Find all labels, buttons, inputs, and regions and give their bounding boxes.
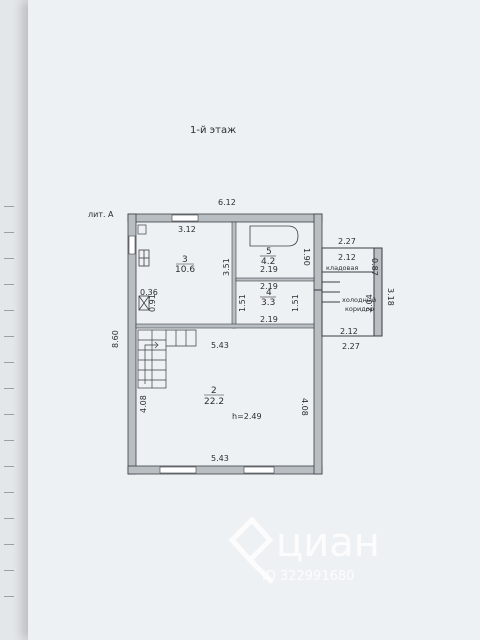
margin-tick	[4, 336, 14, 337]
svg-text:3.3: 3.3	[261, 298, 275, 308]
dim-wc-width: 2.19	[260, 315, 278, 324]
outer-walls	[127, 213, 323, 475]
lit-label: лит. А	[88, 210, 114, 219]
wall-fixture-icon	[137, 224, 147, 235]
interior-walls	[135, 221, 315, 329]
room-5-label: 5 4.2	[260, 247, 276, 267]
margin-tick	[4, 232, 14, 233]
dim-bath-width-a: 2.19	[260, 265, 278, 274]
svg-text:2: 2	[211, 386, 217, 396]
ceiling-height: h=2.49	[232, 412, 262, 421]
dim-room3-top: 3.12	[178, 225, 196, 234]
dim-wc-height-b: 1.51	[291, 294, 300, 312]
watermark-brand: циан	[276, 520, 380, 566]
dim-ext-top: 2.27	[338, 237, 356, 246]
dim-wc-height-a: 1.51	[238, 294, 247, 312]
margin-tick	[4, 284, 14, 285]
dim-bath-width-b: 2.19	[260, 282, 278, 291]
bathtub-icon	[249, 225, 299, 247]
dim-left-outer: 8.60	[111, 330, 120, 348]
dim-corridor-height: 3.18	[386, 288, 395, 306]
margin-tick	[4, 414, 14, 415]
margin-tick	[4, 258, 14, 259]
svg-text:4.2: 4.2	[261, 257, 275, 267]
room-3-label: 3 10.6	[175, 255, 195, 275]
margin-tick	[4, 492, 14, 493]
watermark: циан ID 322991680	[228, 516, 380, 584]
margin-tick	[4, 310, 14, 311]
dim-storage-height: 0.87	[370, 258, 379, 276]
dim-bath-height: 1.90	[302, 248, 311, 266]
floor-title: 1-й этаж	[190, 125, 236, 136]
windows	[128, 214, 275, 474]
corridor-label-1: холодный	[342, 296, 376, 304]
margin-tick	[4, 544, 14, 545]
dim-ext-bottom: 2.27	[342, 342, 360, 351]
svg-text:4: 4	[266, 288, 272, 298]
dim-mid-width: 5.43	[211, 341, 229, 350]
room-2-label: 2 22.2	[204, 386, 224, 407]
margin-tick	[4, 570, 14, 571]
svg-text:3: 3	[182, 255, 188, 265]
margin-tick	[4, 388, 14, 389]
dim-small-091: 0.91	[148, 294, 157, 312]
dim-room3-height: 3.51	[222, 258, 231, 276]
dim-storage-width: 2.12	[338, 253, 356, 262]
dim-corridor-width: 2.12	[340, 327, 358, 336]
dim-corridor-inner: 2.04	[365, 294, 374, 312]
dim-top-outer: 6.12	[218, 198, 236, 207]
corridor-label-2: коридор	[345, 305, 374, 313]
document-sheet	[28, 0, 480, 640]
stove-icon	[138, 249, 150, 267]
margin-tick	[4, 518, 14, 519]
svg-text:5: 5	[266, 247, 272, 257]
svg-text:22.2: 22.2	[204, 397, 224, 407]
dim-left-lower: 4.08	[139, 395, 148, 413]
margin-tick	[4, 362, 14, 363]
dim-bottom-width: 5.43	[211, 454, 229, 463]
chimney-icon	[138, 295, 150, 311]
extension	[314, 247, 383, 337]
room-4-label: 4 3.3	[260, 288, 276, 308]
margin-tick	[4, 440, 14, 441]
cian-logo-icon	[228, 516, 274, 584]
dim-right-lower: 4.08	[300, 398, 309, 416]
storage-label: кладовая	[326, 264, 358, 272]
binder-margin	[0, 0, 28, 640]
margin-tick	[4, 206, 14, 207]
margin-tick	[4, 596, 14, 597]
dim-small-036: 0.36	[140, 288, 158, 297]
watermark-id: ID 322991680	[262, 569, 354, 584]
margin-tick	[4, 466, 14, 467]
svg-text:10.6: 10.6	[175, 265, 195, 275]
staircase-icon	[137, 329, 197, 389]
